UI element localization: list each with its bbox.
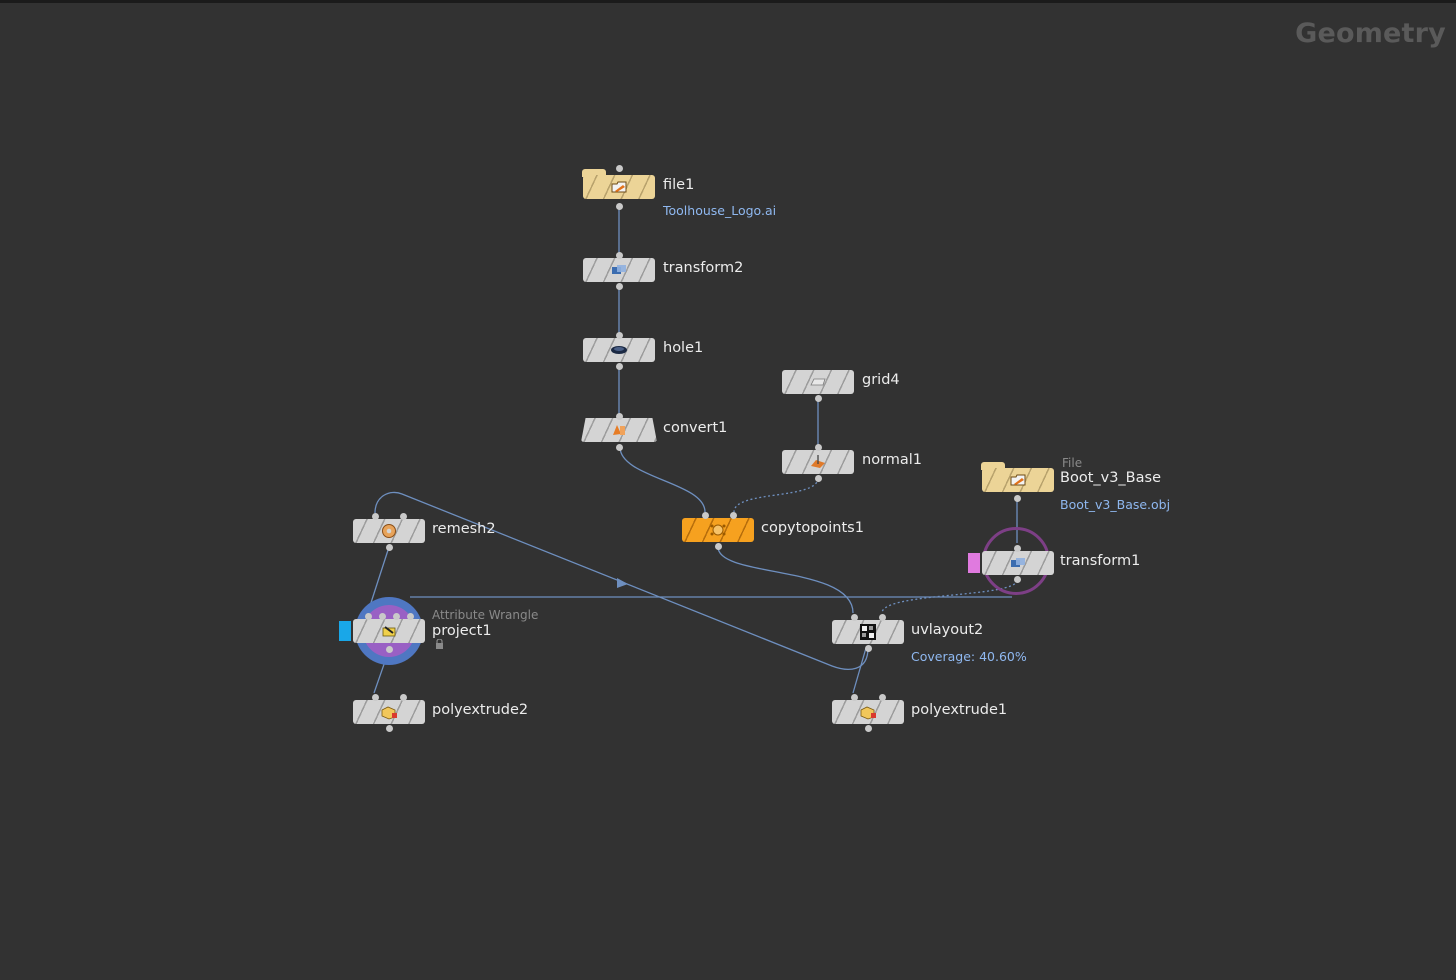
node-name: normal1	[862, 452, 923, 468]
output-port[interactable]	[815, 475, 822, 482]
input-port-2[interactable]	[400, 694, 407, 701]
remesh-donut-icon	[382, 524, 396, 538]
node-type-label: File	[1062, 456, 1083, 470]
output-port[interactable]	[815, 395, 822, 402]
output-port[interactable]	[1014, 495, 1021, 502]
output-port[interactable]	[715, 543, 722, 550]
node-name: project1	[432, 623, 492, 639]
input-port-1[interactable]	[365, 613, 372, 620]
network-context-label: Geometry	[1295, 18, 1446, 49]
file-icon	[611, 181, 627, 193]
input-port-4[interactable]	[407, 613, 414, 620]
node-name: grid4	[862, 372, 900, 388]
file-icon	[1010, 474, 1026, 486]
input-port[interactable]	[616, 332, 623, 339]
output-port[interactable]	[386, 544, 393, 551]
top-border	[0, 0, 1456, 3]
node-name: remesh2	[432, 521, 496, 537]
transform-icon	[612, 265, 626, 274]
node-name: transform2	[663, 260, 744, 276]
input-port-1[interactable]	[372, 513, 379, 520]
input-port-3[interactable]	[393, 613, 400, 620]
input-port-1[interactable]	[851, 614, 858, 621]
input-port-2[interactable]	[879, 614, 886, 621]
output-port[interactable]	[386, 725, 393, 732]
input-port[interactable]	[1014, 545, 1021, 552]
node-name: hole1	[663, 340, 704, 356]
template-flag[interactable]	[968, 553, 980, 573]
file-tab	[981, 462, 1005, 470]
output-port[interactable]	[1014, 576, 1021, 583]
wire-convert1-copytopoints1[interactable]	[619, 446, 706, 513]
wrangle-icon	[382, 626, 396, 637]
node-name: file1	[663, 177, 695, 193]
wire-normal1-copytopoints1[interactable]	[733, 477, 819, 513]
normal-icon	[811, 455, 825, 468]
output-port[interactable]	[616, 283, 623, 290]
input-port[interactable]	[616, 165, 623, 172]
input-port-2[interactable]	[400, 513, 407, 520]
wire-copytopoints1-uvlayout2[interactable]	[717, 546, 854, 614]
input-port[interactable]	[815, 444, 822, 451]
node-name: polyextrude2	[432, 702, 529, 718]
node-detail: Toolhouse_Logo.ai	[663, 203, 777, 218]
output-port[interactable]	[865, 645, 872, 652]
polyextrude-icon	[860, 706, 876, 720]
node-detail: Boot_v3_Base.obj	[1060, 497, 1171, 512]
node-name: uvlayout2	[911, 622, 984, 638]
node-name: Boot_v3_Base	[1060, 470, 1161, 486]
polyextrude-icon	[381, 706, 397, 720]
output-port[interactable]	[865, 725, 872, 732]
transform-icon	[1011, 558, 1025, 567]
wire-uvlayout2-polyextrude1[interactable]	[852, 647, 867, 694]
file-tab	[582, 169, 606, 177]
output-port[interactable]	[616, 444, 623, 451]
convert-icon	[613, 425, 625, 435]
input-port-2[interactable]	[879, 694, 886, 701]
output-port[interactable]	[386, 646, 393, 653]
node-name: polyextrude1	[911, 702, 1008, 718]
input-port[interactable]	[616, 413, 623, 420]
node-detail: Coverage: 40.60%	[911, 649, 1027, 664]
input-port[interactable]	[616, 252, 623, 259]
grid-icon	[810, 378, 826, 386]
lock-icon	[436, 639, 443, 649]
input-port-1[interactable]	[851, 694, 858, 701]
output-port[interactable]	[616, 363, 623, 370]
uv-layout-icon	[860, 624, 876, 640]
wire-direction-arrow	[617, 578, 628, 588]
hole-icon	[611, 346, 627, 354]
input-port-2[interactable]	[379, 613, 386, 620]
input-port-1[interactable]	[372, 694, 379, 701]
input-port-2[interactable]	[730, 512, 737, 519]
output-port[interactable]	[616, 203, 623, 210]
node-name: convert1	[663, 420, 728, 436]
node-name: copytopoints1	[761, 520, 864, 536]
display-flag[interactable]	[339, 621, 351, 641]
node-type-label: Attribute Wrangle	[432, 608, 539, 622]
node-name: transform1	[1060, 553, 1141, 569]
copy-to-points-icon	[710, 524, 726, 536]
input-port-1[interactable]	[702, 512, 709, 519]
